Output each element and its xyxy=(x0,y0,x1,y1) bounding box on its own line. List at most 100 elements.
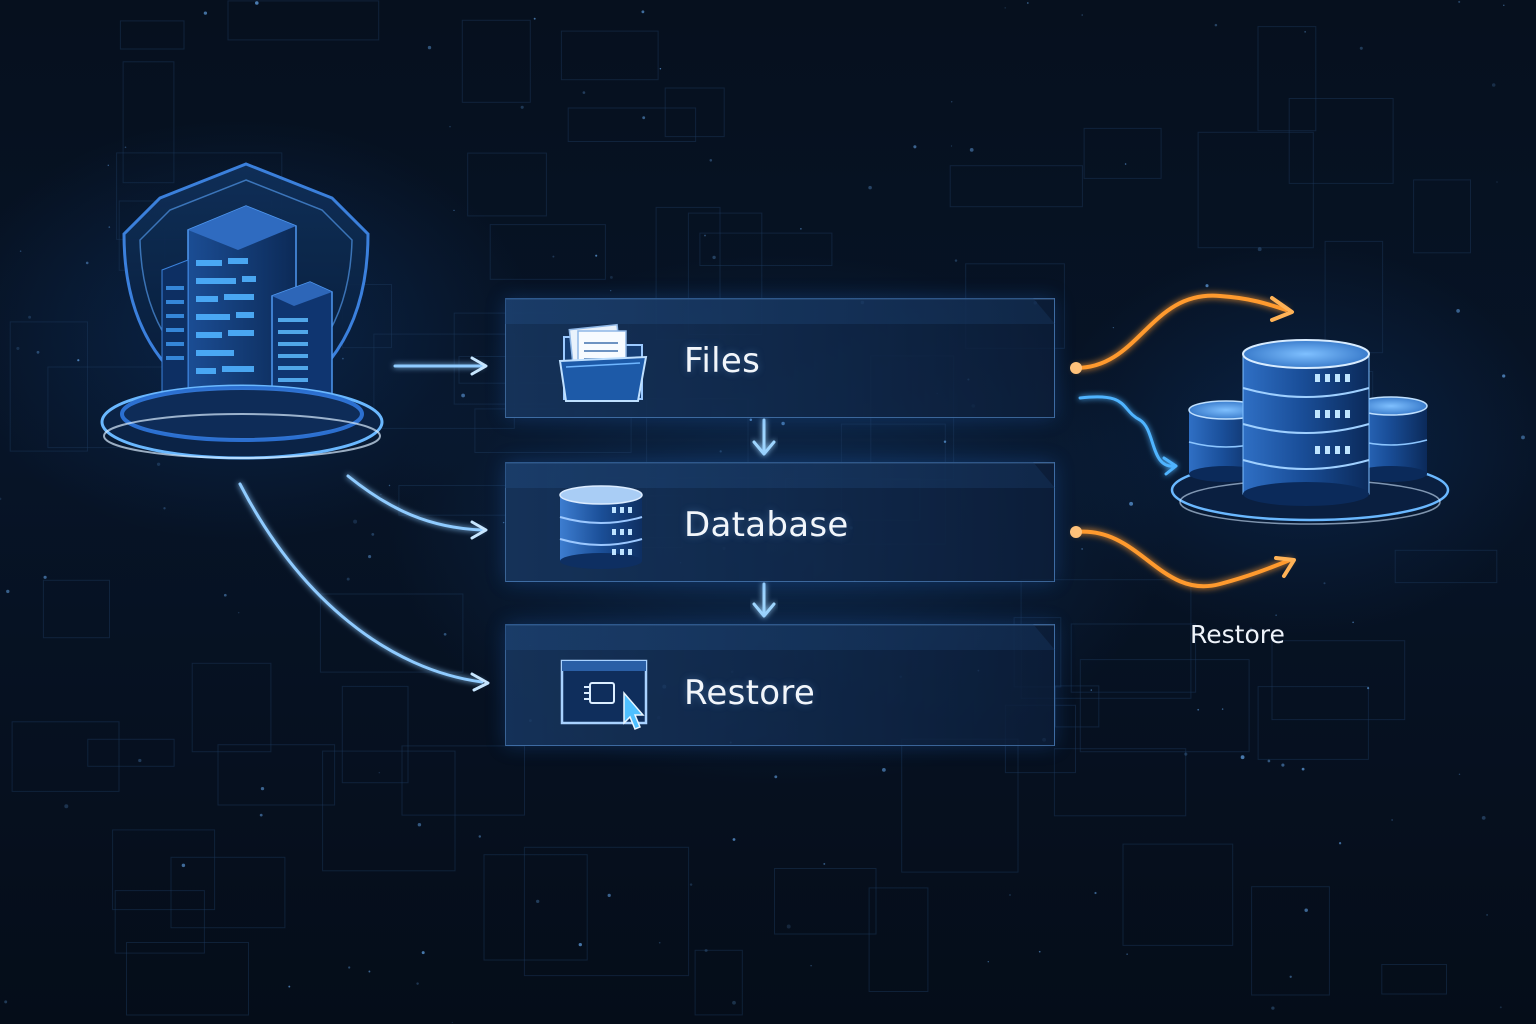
background-sparkle xyxy=(1456,309,1460,313)
background-sparkle xyxy=(1359,46,1363,50)
background-sparkle xyxy=(1503,4,1505,7)
background-sparkle xyxy=(1094,891,1097,895)
background-panel xyxy=(191,662,272,753)
step-panel-database: Database xyxy=(505,462,1055,582)
background-sparkle xyxy=(346,577,350,581)
background-panel xyxy=(1288,98,1394,184)
background-sparkle xyxy=(712,255,716,260)
background-sparkle xyxy=(709,159,713,162)
background-sparkle xyxy=(1090,689,1092,691)
background-panel xyxy=(1083,127,1162,179)
background-panel xyxy=(699,232,833,267)
background-sparkle xyxy=(0,497,2,501)
background-panel xyxy=(467,152,547,217)
background-panel xyxy=(483,854,588,961)
background-panel xyxy=(489,224,606,280)
background-sparkle xyxy=(969,148,974,152)
background-sparkle xyxy=(1275,614,1277,616)
step-label-restore: Restore xyxy=(684,673,816,713)
background-sparkle xyxy=(1240,755,1245,760)
background-sparkle xyxy=(1289,975,1292,978)
background-sparkle xyxy=(1081,14,1083,16)
background-sparkle xyxy=(987,960,990,963)
background-panel xyxy=(1271,640,1406,721)
background-sparkle xyxy=(781,421,785,426)
background-panel xyxy=(1413,179,1471,254)
background-sparkle xyxy=(1009,894,1011,896)
background-sparkle xyxy=(138,758,142,763)
background-panel xyxy=(567,107,697,142)
background-sparkle xyxy=(203,11,208,15)
background-sparkle xyxy=(1304,908,1308,912)
background-panel xyxy=(1054,685,1100,728)
background-panel xyxy=(461,19,531,103)
background-panel xyxy=(1070,623,1197,693)
background-sparkle xyxy=(1301,767,1305,771)
background-panel xyxy=(227,0,380,41)
background-panel xyxy=(322,750,456,872)
background-panel xyxy=(901,738,1019,873)
background-sparkle xyxy=(658,941,661,944)
background-sparkle xyxy=(659,68,662,70)
background-sparkle xyxy=(1205,284,1209,288)
background-panel xyxy=(1053,748,1187,817)
background-sparkle xyxy=(427,45,432,50)
background-panel xyxy=(868,887,929,993)
background-panel xyxy=(319,593,464,673)
background-sparkle xyxy=(421,951,425,955)
background-sparkle xyxy=(255,1,259,5)
background-sparkle xyxy=(1221,708,1224,710)
background-sparkle xyxy=(288,985,291,988)
background-sparkle xyxy=(19,250,22,252)
background-sparkle xyxy=(1499,1006,1502,1009)
background-sparkle xyxy=(124,146,127,149)
background-sparkle xyxy=(259,813,263,817)
background-sparkle xyxy=(502,521,505,524)
step-panel-files: Files xyxy=(505,298,1055,418)
background-sparkle xyxy=(163,507,166,510)
background-sparkle xyxy=(223,593,227,597)
background-sparkle xyxy=(533,17,536,20)
background-sparkle xyxy=(913,145,917,149)
background-panel xyxy=(1394,549,1498,584)
background-sparkle xyxy=(1214,23,1218,27)
background-sparkle xyxy=(353,519,358,524)
background-panel xyxy=(1381,964,1448,995)
background-panel xyxy=(560,30,659,81)
background-sparkle xyxy=(237,611,240,614)
background-sparkle xyxy=(1038,950,1041,953)
background-sparkle xyxy=(732,838,736,841)
background-panel xyxy=(1257,26,1317,132)
background-sparkle xyxy=(582,91,586,94)
background-sparkle xyxy=(1184,752,1188,756)
background-sparkle xyxy=(1481,816,1486,820)
background-sparkle xyxy=(1496,181,1498,183)
background-sparkle xyxy=(449,125,451,128)
background-panel xyxy=(87,738,175,767)
background-panel xyxy=(126,942,249,1016)
background-sparkle xyxy=(943,440,947,444)
background-sparkle xyxy=(950,145,953,147)
background-sparkle xyxy=(478,835,482,838)
database-icon xyxy=(559,485,643,569)
background-panel xyxy=(694,949,743,1016)
background-panel xyxy=(114,890,205,954)
background-sparkle xyxy=(181,863,186,868)
background-sparkle xyxy=(388,484,391,487)
background-sparkle xyxy=(882,768,886,772)
background-sparkle xyxy=(368,970,371,973)
background-panel xyxy=(170,856,286,929)
background-sparkle xyxy=(107,164,110,167)
background-sparkle xyxy=(1112,326,1115,329)
background-panel xyxy=(664,87,725,138)
background-sparkle xyxy=(520,105,524,109)
background-sparkle xyxy=(1458,773,1461,776)
background-sparkle xyxy=(16,346,20,350)
step-label-database: Database xyxy=(684,505,849,545)
background-sparkle xyxy=(704,234,706,237)
background-sparkle xyxy=(4,1000,8,1004)
background-sparkle xyxy=(108,226,111,228)
background-panel xyxy=(398,485,509,516)
background-sparkle xyxy=(642,116,646,120)
shielded-server-icon xyxy=(100,162,384,460)
